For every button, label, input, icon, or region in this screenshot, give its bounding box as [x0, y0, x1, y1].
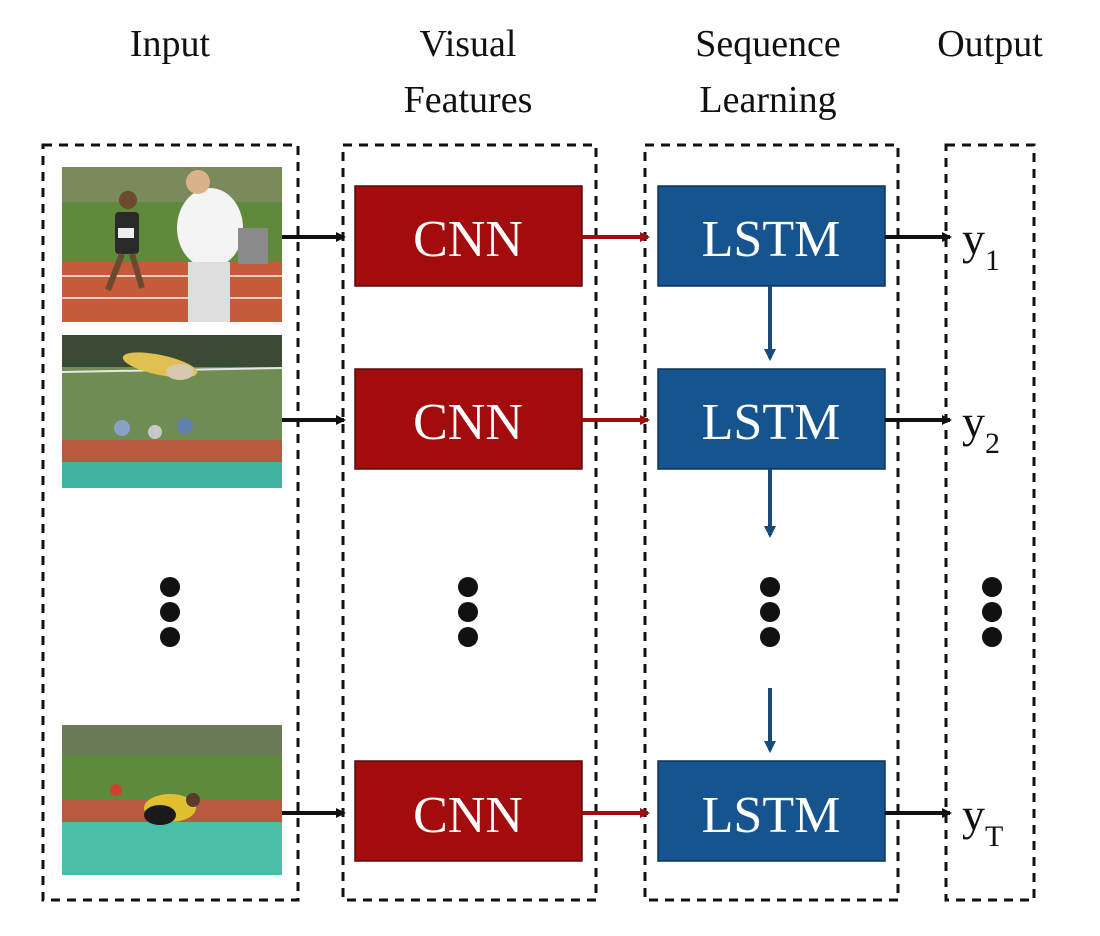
header-visual-line2: Features [404, 79, 533, 121]
frame-sprinter-icon [62, 167, 282, 322]
cnn-label-2: CNN [413, 394, 523, 451]
cnn-label-1: CNN [413, 211, 523, 268]
cnn-box-3 [354, 760, 583, 862]
visual-features-column-box [341, 143, 598, 902]
sequence-learning-column-box [643, 143, 900, 902]
input-column-box [41, 143, 300, 902]
visual-ellipsis [458, 577, 478, 647]
lstm-label-3: LSTM [702, 787, 841, 844]
header-input: Input [130, 23, 211, 65]
frame-high-jump-icon [61, 335, 283, 488]
input-ellipsis [160, 577, 180, 647]
lstm-label-2: LSTM [702, 394, 841, 451]
sequence-ellipsis [760, 577, 780, 647]
header-output: Output [937, 23, 1043, 65]
output-label-3: yT [962, 789, 1003, 853]
header-sequence-line2: Learning [699, 79, 836, 121]
frame-landing-icon [62, 725, 282, 875]
cnn-box-1 [354, 185, 583, 287]
lstm-box-3 [657, 760, 886, 862]
lstm-box-1 [657, 185, 886, 287]
lstm-box-2 [657, 368, 886, 470]
header-sequence-line1: Sequence [695, 23, 841, 65]
output-label-1: y1 [962, 213, 1000, 277]
header-visual-line1: Visual [420, 23, 517, 65]
cnn-box-2 [354, 368, 583, 470]
output-ellipsis [982, 577, 1002, 647]
output-column-box [944, 143, 1036, 902]
lstm-label-1: LSTM [702, 211, 841, 268]
output-label-2: y2 [962, 396, 1000, 460]
cnn-label-3: CNN [413, 787, 523, 844]
